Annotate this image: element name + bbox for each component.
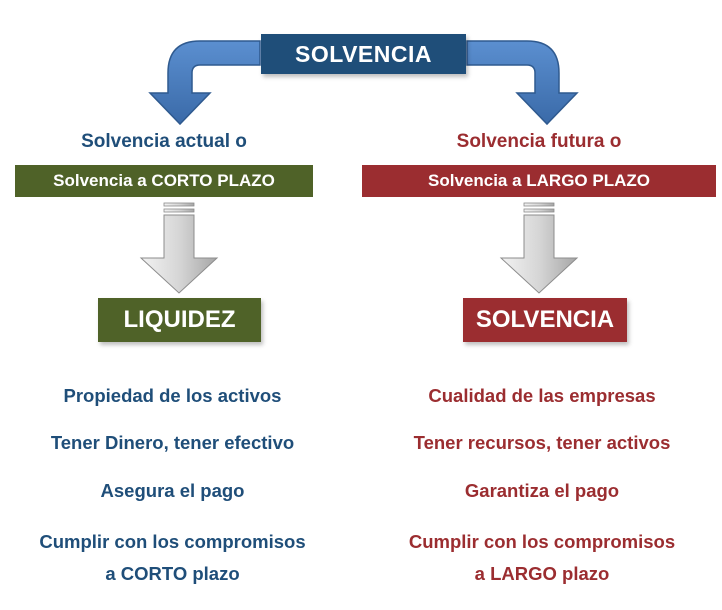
liquidity-text: LIQUIDEZ <box>123 306 236 333</box>
left-caption: Solvencia actual o <box>81 131 247 152</box>
right-caption: Solvencia futura o <box>456 131 622 152</box>
solvency-box: SOLVENCIA <box>463 298 627 342</box>
left-item-1: Propiedad de los activos <box>63 385 282 406</box>
down-arrow-left-icon <box>139 202 219 294</box>
curved-arrow-left-icon <box>148 40 261 126</box>
left-item-4-line2: a CORTO plazo <box>105 563 240 584</box>
title-box: SOLVENCIA <box>261 34 466 74</box>
right-item-1: Cualidad de las empresas <box>428 385 656 406</box>
curved-arrow-right-icon <box>466 40 579 126</box>
right-item-4-line1: Cumplir con los compromisos <box>408 531 676 552</box>
long-term-band-text: Solvencia a LARGO PLAZO <box>428 171 650 190</box>
left-item-3: Asegura el pago <box>100 480 245 501</box>
left-item-4-line1: Cumplir con los compromisos <box>39 531 306 552</box>
liquidity-box: LIQUIDEZ <box>98 298 261 342</box>
right-item-2: Tener recursos, tener activos <box>413 432 671 453</box>
left-item-2: Tener Dinero, tener efectivo <box>50 432 295 453</box>
title-text: SOLVENCIA <box>295 40 432 67</box>
solvency-text: SOLVENCIA <box>475 306 615 333</box>
short-term-band: Solvencia a CORTO PLAZO <box>15 165 313 197</box>
right-item-4-line2: a LARGO plazo <box>474 563 610 584</box>
long-term-band: Solvencia a LARGO PLAZO <box>362 165 716 197</box>
short-term-band-text: Solvencia a CORTO PLAZO <box>53 171 275 190</box>
down-arrow-right-icon <box>499 202 579 294</box>
right-item-3: Garantiza el pago <box>464 480 620 501</box>
